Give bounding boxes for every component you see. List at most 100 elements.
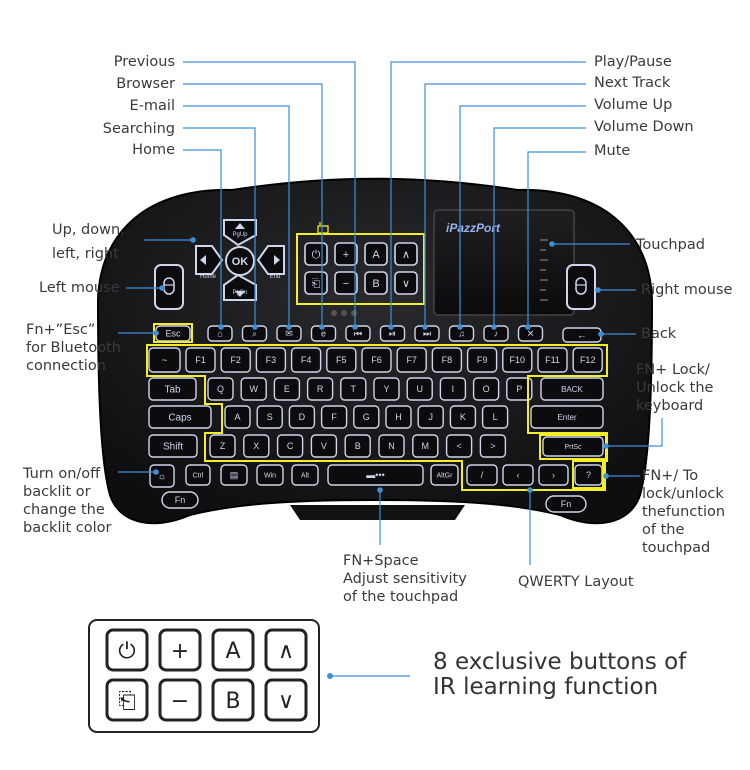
key-9[interactable]: > (479, 434, 507, 458)
key-d[interactable]: D (288, 405, 316, 429)
key-i[interactable]: I (439, 377, 467, 401)
ctrl-key[interactable]: Ctrl (185, 464, 211, 486)
ir-big-key-a[interactable]: A (211, 628, 255, 672)
key-1[interactable]: Z (209, 434, 236, 458)
caps-key[interactable]: Caps (148, 405, 212, 429)
ir-big-key-up[interactable]: ∧ (264, 628, 308, 672)
ir-key-b[interactable]: B (364, 271, 388, 295)
email-key[interactable]: ✉ (276, 325, 302, 342)
f12-key[interactable]: F12 (572, 347, 603, 373)
key-4[interactable]: V (310, 434, 338, 458)
fn-left-key[interactable]: Fn (161, 491, 199, 509)
caps-key-label: Caps (168, 413, 191, 424)
space-key[interactable]: ▬••• (327, 464, 424, 486)
ir-key-minus[interactable]: − (334, 271, 358, 295)
altgr-key[interactable]: AltGr (430, 464, 459, 486)
prtsc-key[interactable]: PrtSc (542, 436, 604, 457)
gt-key[interactable]: › (538, 464, 569, 486)
menu-key[interactable]: ▤ (220, 464, 248, 486)
ir-key-plus[interactable]: + (334, 242, 358, 266)
key-u[interactable]: U (406, 377, 433, 401)
f1-key[interactable]: F1 (185, 347, 216, 373)
touchpad[interactable] (433, 209, 575, 316)
back-key-label: ← (577, 331, 587, 342)
tilde-key[interactable]: ~ (148, 347, 181, 373)
key-l[interactable]: L (481, 405, 509, 429)
f9-key[interactable]: F9 (466, 347, 498, 373)
fn-right-key[interactable]: Fn (545, 495, 587, 513)
question-key[interactable]: ? (574, 464, 603, 486)
qwerty-highlight (146, 344, 608, 491)
key-q[interactable]: Q (207, 377, 234, 401)
f3-key[interactable]: F3 (255, 347, 287, 373)
f6-key[interactable]: F6 (361, 347, 392, 373)
f4-key[interactable]: F4 (290, 347, 322, 373)
f8-key-label: F8 (442, 355, 453, 365)
f5-key[interactable]: F5 (326, 347, 357, 373)
ok-button[interactable] (225, 246, 255, 276)
slash-key[interactable]: / (466, 464, 498, 486)
alt-key[interactable]: Alt (291, 464, 319, 486)
ir-big-key-plus-label: + (171, 639, 189, 664)
ir-big-key-plus[interactable]: + (158, 628, 202, 672)
key-8[interactable]: < (445, 434, 473, 458)
backlit-key[interactable]: ☼ (149, 464, 175, 488)
esc-key[interactable]: Esc (155, 325, 191, 342)
win-key[interactable]: Win (256, 464, 284, 486)
key-y[interactable]: Y (373, 377, 400, 401)
ir-indicator-icon (317, 222, 329, 234)
key-t[interactable]: T (340, 377, 367, 401)
key-i-label: I (452, 384, 455, 394)
key-o[interactable]: O (472, 377, 500, 401)
back-key[interactable]: ← (562, 327, 602, 343)
key-j[interactable]: J (417, 405, 444, 429)
ir-big-key-input[interactable]: ⎗ (105, 678, 149, 722)
previous-key[interactable]: ⏮ (345, 325, 371, 342)
ir-keys-large: ⏻ + A∧ ⎗−B∨ (105, 628, 308, 722)
backlit-key-label: ☼ (157, 472, 166, 483)
shift-key[interactable]: Shift (148, 434, 198, 458)
f10-key[interactable]: F10 (502, 347, 533, 373)
lt-key[interactable]: ‹ (502, 464, 534, 486)
key-a[interactable]: A (224, 405, 251, 429)
key-f[interactable]: F (320, 405, 348, 429)
ir-big-key-power[interactable]: ⏻ (105, 628, 149, 672)
enter-key[interactable]: Enter (530, 405, 604, 429)
key-h[interactable]: H (385, 405, 412, 429)
key-5[interactable]: B (344, 434, 371, 458)
f9-key-label: F9 (477, 355, 488, 365)
f1-key-label: F1 (195, 355, 206, 365)
dpad[interactable]: PgUp PgDn Home End OK (195, 219, 285, 301)
tab-key[interactable]: Tab (148, 377, 197, 401)
key-2[interactable]: X (243, 434, 270, 458)
mute-key-label: ✕ (527, 329, 535, 339)
ir-key-up[interactable]: ∧ (394, 242, 418, 266)
ir-big-key-down[interactable]: ∨ (264, 678, 308, 722)
ir-key-down[interactable]: ∨ (394, 271, 418, 295)
key-r[interactable]: R (306, 377, 334, 401)
key-6[interactable]: N (378, 434, 405, 458)
right-mouse-button[interactable] (566, 264, 596, 310)
left-mouse-button[interactable] (154, 264, 184, 310)
f2-key[interactable]: F2 (220, 347, 251, 373)
ir-key-input[interactable]: ⎗ (304, 271, 328, 295)
ir-big-key-b[interactable]: B (211, 678, 255, 722)
key-w[interactable]: W (240, 377, 267, 401)
key-7[interactable]: M (412, 434, 439, 458)
alt-key-label: Alt (301, 472, 309, 479)
key-g[interactable]: G (353, 405, 380, 429)
key-3[interactable]: C (276, 434, 304, 458)
ir-key-a[interactable]: A (364, 242, 388, 266)
ir-key-power[interactable]: ⏻ (304, 242, 328, 266)
key-e[interactable]: E (273, 377, 301, 401)
key-p[interactable]: P (506, 377, 533, 401)
key-a-label: A (234, 412, 240, 422)
backspace-key[interactable]: BACK (540, 377, 604, 401)
f11-key[interactable]: F11 (537, 347, 568, 373)
key-s[interactable]: S (256, 405, 283, 429)
key-k[interactable]: K (449, 405, 477, 429)
ir-big-key-minus[interactable]: − (158, 678, 202, 722)
home-key[interactable]: ⌂ (207, 325, 233, 342)
f7-key[interactable]: F7 (396, 347, 427, 373)
f8-key[interactable]: F8 (431, 347, 463, 373)
